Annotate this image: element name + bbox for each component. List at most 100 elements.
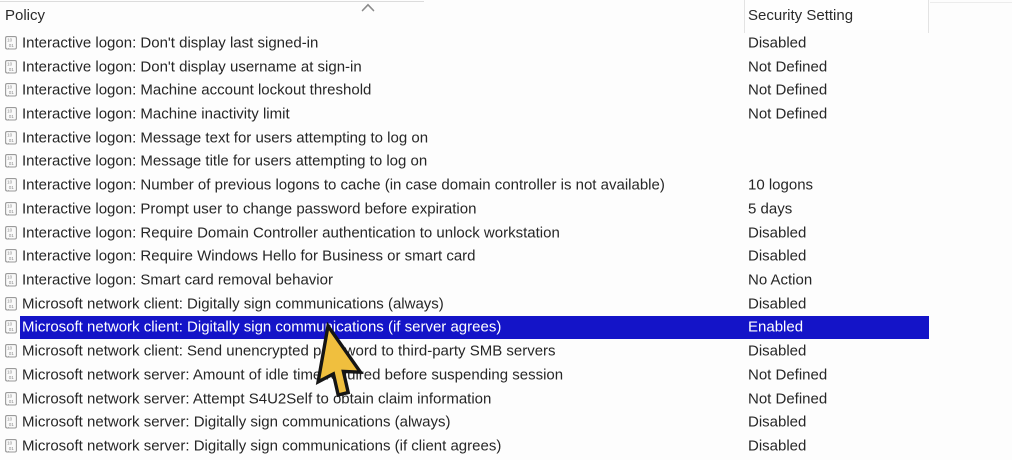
- svg-text:10: 10: [7, 322, 13, 327]
- security-setting-cell: Disabled: [748, 342, 807, 360]
- policy-cell: Microsoft network server: Amount of idle…: [22, 366, 564, 384]
- table-row[interactable]: 10 01 Microsoft network server: Digitall…: [0, 411, 1012, 435]
- table-row[interactable]: 10 01 Interactive logon: Message title f…: [0, 150, 1012, 174]
- column-divider[interactable]: [928, 0, 929, 33]
- security-setting-cell: Disabled: [748, 224, 807, 242]
- policy-binary-document-icon: 10 01: [3, 367, 19, 383]
- policy-cell: Interactive logon: Machine account locko…: [22, 81, 372, 99]
- row-selection-band: [20, 315, 929, 340]
- security-setting-cell: 10 logons: [748, 176, 814, 194]
- policy-binary-document-icon: 10 01: [3, 130, 19, 146]
- svg-text:10: 10: [7, 417, 13, 422]
- security-setting-cell: Not Defined: [748, 81, 828, 99]
- policy-binary-document-icon: 10 01: [3, 343, 19, 359]
- svg-text:10: 10: [7, 132, 13, 137]
- table-row[interactable]: 10 01 Interactive logon: Prompt user to …: [0, 197, 1012, 221]
- svg-text:01: 01: [9, 43, 15, 48]
- svg-text:01: 01: [9, 232, 15, 237]
- security-setting-cell: Disabled: [748, 437, 807, 455]
- security-setting-cell: Disabled: [748, 295, 807, 313]
- table-row[interactable]: 10 01 Microsoft network server: Attempt …: [0, 387, 1012, 411]
- policy-cell: Interactive logon: Require Domain Contro…: [22, 224, 560, 242]
- svg-text:01: 01: [9, 114, 15, 119]
- table-row[interactable]: 10 01 Microsoft network server: Digitall…: [0, 434, 1012, 458]
- table-row[interactable]: 10 01 Interactive logon: Machine inactiv…: [0, 102, 1012, 126]
- policy-cell: Microsoft network client: Digitally sign…: [22, 295, 444, 313]
- policy-cell: Interactive logon: Don't display usernam…: [22, 58, 362, 76]
- svg-text:10: 10: [7, 227, 13, 232]
- svg-text:10: 10: [7, 346, 13, 351]
- svg-text:01: 01: [9, 351, 15, 356]
- header-cell-background: [745, 0, 928, 30]
- svg-text:10: 10: [7, 251, 13, 256]
- svg-text:10: 10: [7, 370, 13, 375]
- policy-cell: Microsoft network server: Digitally sign…: [22, 413, 451, 431]
- policy-cell: Interactive logon: Machine inactivity li…: [22, 105, 290, 123]
- policy-cell: Interactive logon: Number of previous lo…: [22, 176, 665, 194]
- table-row[interactable]: 10 01 Interactive logon: Require Windows…: [0, 244, 1012, 268]
- policy-binary-document-icon: 10 01: [3, 106, 19, 122]
- svg-text:01: 01: [9, 280, 15, 285]
- svg-text:10: 10: [7, 37, 13, 42]
- security-setting-cell: Enabled: [748, 318, 804, 336]
- policy-cell: Interactive logon: Message text for user…: [22, 129, 429, 147]
- top-border-line-right: [930, 2, 1012, 3]
- svg-text:01: 01: [9, 161, 15, 166]
- table-row[interactable]: 10 01 Interactive logon: Message text fo…: [0, 126, 1012, 150]
- policy-binary-document-icon: 10 01: [3, 82, 19, 98]
- policy-binary-document-icon: 10 01: [3, 391, 19, 407]
- svg-text:10: 10: [7, 298, 13, 303]
- policy-binary-document-icon: 10 01: [3, 201, 19, 217]
- svg-text:01: 01: [9, 446, 15, 451]
- table-row[interactable]: 10 01 Microsoft network server: Amount o…: [0, 363, 1012, 387]
- policy-cell: Interactive logon: Prompt user to change…: [22, 200, 477, 218]
- policy-binary-document-icon: 10 01: [3, 319, 19, 335]
- scroll-up-button[interactable]: [358, 0, 378, 14]
- policy-binary-document-icon: 10 01: [3, 35, 19, 51]
- svg-text:10: 10: [7, 180, 13, 185]
- policy-binary-document-icon: 10 01: [3, 177, 19, 193]
- policy-binary-document-icon: 10 01: [3, 296, 19, 312]
- top-border-line: [0, 1, 424, 2]
- security-setting-cell: No Action: [748, 271, 813, 289]
- security-setting-cell: Not Defined: [748, 390, 828, 408]
- table-row[interactable]: 10 01 Microsoft network client: Digitall…: [0, 292, 1012, 316]
- policy-cell: Microsoft network client: Send unencrypt…: [22, 342, 556, 360]
- table-row[interactable]: 10 01 Interactive logon: Number of previ…: [0, 173, 1012, 197]
- svg-text:01: 01: [9, 398, 15, 403]
- svg-text:10: 10: [7, 393, 13, 398]
- policy-binary-document-icon: 10 01: [3, 248, 19, 264]
- table-row[interactable]: 10 01 Interactive logon: Smart card remo…: [0, 268, 1012, 292]
- column-divider[interactable]: [744, 0, 745, 33]
- security-setting-cell: Disabled: [748, 34, 807, 52]
- svg-text:10: 10: [7, 441, 13, 446]
- svg-text:01: 01: [9, 66, 15, 71]
- policy-binary-document-icon: 10 01: [3, 272, 19, 288]
- table-row[interactable]: 10 01 Interactive logon: Require Domain …: [0, 221, 1012, 245]
- security-setting-cell: Disabled: [748, 247, 807, 265]
- table-row[interactable]: 10 01 Interactive logon: Don't display u…: [0, 55, 1012, 79]
- column-header-security-setting[interactable]: Security Setting: [748, 7, 854, 24]
- policy-binary-document-icon: 10 01: [3, 225, 19, 241]
- svg-text:01: 01: [9, 138, 15, 143]
- security-setting-cell: Disabled: [748, 413, 807, 431]
- policy-cell: Interactive logon: Require Windows Hello…: [22, 247, 476, 265]
- table-row[interactable]: 10 01 Microsoft network client: Digitall…: [0, 315, 1012, 340]
- policy-cell: Microsoft network client: Digitally sign…: [22, 318, 502, 336]
- policy-cell: Interactive logon: Don't display last si…: [22, 34, 319, 52]
- table-row[interactable]: 10 01 Interactive logon: Machine account…: [0, 78, 1012, 102]
- policy-cell: Interactive logon: Message title for use…: [22, 152, 428, 170]
- table-row[interactable]: 10 01 Microsoft network client: Send une…: [0, 339, 1012, 363]
- policy-binary-document-icon: 10 01: [3, 153, 19, 169]
- svg-text:01: 01: [9, 304, 15, 309]
- svg-text:10: 10: [7, 203, 13, 208]
- svg-text:01: 01: [9, 422, 15, 427]
- svg-text:01: 01: [9, 185, 15, 190]
- security-setting-cell: Not Defined: [748, 58, 828, 76]
- table-row[interactable]: 10 01 Interactive logon: Don't display l…: [0, 31, 1012, 55]
- column-header-policy[interactable]: Policy: [5, 7, 46, 24]
- policy-cell: Interactive logon: Smart card removal be…: [22, 271, 333, 289]
- svg-text:01: 01: [9, 209, 15, 214]
- policy-binary-document-icon: 10 01: [3, 59, 19, 75]
